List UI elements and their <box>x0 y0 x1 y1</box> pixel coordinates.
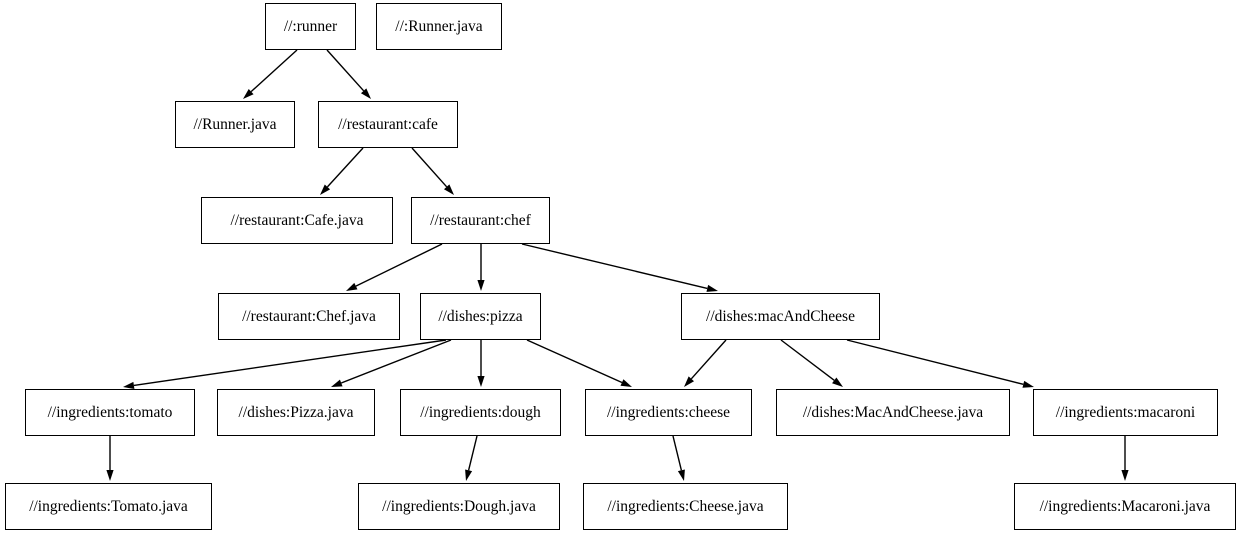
graph-arrowhead-ing_tomato-to-tomato_java <box>106 470 114 481</box>
graph-node-label: //ingredients:Cheese.java <box>607 497 764 515</box>
graph-node-ing_macaroni[interactable]: //ingredients:macaroni <box>1033 389 1218 436</box>
graph-arrowhead-dishes_mac-to-ing_macaroni <box>1022 380 1034 388</box>
graph-node-label: //dishes:macAndCheese <box>706 307 855 325</box>
graph-arrowhead-runner-to-runner_java <box>243 88 254 99</box>
graph-node-root_runner_java[interactable]: //:Runner.java <box>376 3 502 50</box>
graph-edge-runner-to-runner_java <box>250 49 298 93</box>
graph-node-label: //dishes:pizza <box>438 307 523 325</box>
graph-arrowhead-dishes_mac-to-mac_java <box>832 377 843 387</box>
graph-node-label: //dishes:MacAndCheese.java <box>802 403 984 421</box>
graph-node-ing_cheese[interactable]: //ingredients:cheese <box>585 389 752 436</box>
graph-edge-restaurant_chef-to-dishes_mac <box>521 243 708 290</box>
graph-arrowhead-dishes_pizza-to-ing_dough <box>477 376 485 387</box>
graph-arrowhead-restaurant_chef-to-dishes_pizza <box>477 280 485 291</box>
graph-edge-dishes_mac-to-ing_macaroni <box>846 339 1024 385</box>
graph-edge-restaurant_chef-to-chef_java <box>355 243 443 287</box>
graph-arrowhead-ing_cheese-to-cheese_java <box>677 469 685 481</box>
graph-node-label: //ingredients:Tomato.java <box>29 497 188 515</box>
graph-node-cafe_java[interactable]: //restaurant:Cafe.java <box>201 197 393 244</box>
graph-node-runner[interactable]: //:runner <box>265 3 356 50</box>
graph-node-label: //ingredients:dough <box>420 403 541 421</box>
graph-arrowhead-runner-to-restaurant_cafe <box>360 88 371 99</box>
graph-node-label: //ingredients:Dough.java <box>382 497 536 515</box>
graph-node-chef_java[interactable]: //restaurant:Chef.java <box>218 293 400 340</box>
graph-arrowhead-restaurant_cafe-to-restaurant_chef <box>443 184 454 195</box>
graph-edge-dishes_mac-to-ing_cheese <box>690 339 727 380</box>
graph-node-ing_tomato[interactable]: //ingredients:tomato <box>25 389 195 436</box>
graph-edge-dishes_pizza-to-ing_cheese <box>526 339 623 384</box>
graph-node-label: //dishes:Pizza.java <box>238 403 354 421</box>
graph-arrowhead-dishes_pizza-to-pizza_java <box>331 379 343 387</box>
graph-arrowhead-dishes_pizza-to-ing_cheese <box>620 379 632 387</box>
graph-node-dishes_pizza[interactable]: //dishes:pizza <box>420 293 541 340</box>
graph-node-label: //ingredients:Macaroni.java <box>1039 497 1211 515</box>
graph-node-ing_dough[interactable]: //ingredients:dough <box>400 389 561 436</box>
graph-node-mac_java[interactable]: //dishes:MacAndCheese.java <box>776 389 1010 436</box>
graph-arrowhead-ing_dough-to-dough_java <box>465 469 473 481</box>
graph-node-label: //:runner <box>283 17 338 35</box>
graph-node-tomato_java[interactable]: //ingredients:Tomato.java <box>5 483 212 530</box>
graph-edge-dishes_pizza-to-pizza_java <box>340 339 452 384</box>
graph-node-dishes_mac[interactable]: //dishes:macAndCheese <box>681 293 880 340</box>
graph-arrowhead-restaurant_chef-to-chef_java <box>346 282 358 291</box>
graph-node-pizza_java[interactable]: //dishes:Pizza.java <box>217 389 375 436</box>
graph-node-label: //restaurant:Chef.java <box>242 307 376 325</box>
graph-node-label: //ingredients:tomato <box>47 403 173 421</box>
graph-node-restaurant_cafe[interactable]: //restaurant:cafe <box>318 101 458 148</box>
graph-edge-restaurant_cafe-to-cafe_java <box>326 147 364 188</box>
graph-node-label: //Runner.java <box>193 115 277 133</box>
graph-edge-dishes_mac-to-mac_java <box>780 339 835 381</box>
graph-node-cheese_java[interactable]: //ingredients:Cheese.java <box>583 483 788 530</box>
graph-arrowhead-dishes_mac-to-ing_cheese <box>684 376 695 387</box>
graph-node-macaroni_java[interactable]: //ingredients:Macaroni.java <box>1014 483 1236 530</box>
graph-node-restaurant_chef[interactable]: //restaurant:chef <box>411 197 550 244</box>
graph-arrowhead-ing_macaroni-to-macaroni_java <box>1121 470 1129 481</box>
graph-node-label: //restaurant:chef <box>430 211 531 229</box>
graph-edge-runner-to-restaurant_cafe <box>326 49 365 92</box>
graph-arrowhead-dishes_pizza-to-ing_tomato <box>123 381 135 389</box>
graph-edge-dishes_pizza-to-ing_tomato <box>133 339 447 387</box>
graph-node-label: //restaurant:Cafe.java <box>230 211 364 229</box>
graph-edge-ing_dough-to-dough_java <box>467 435 478 471</box>
graph-edge-restaurant_cafe-to-restaurant_chef <box>411 147 448 188</box>
graph-edge-ing_cheese-to-cheese_java <box>672 435 683 471</box>
graph-arrowhead-restaurant_chef-to-dishes_mac <box>706 284 718 292</box>
graph-node-label: //ingredients:macaroni <box>1055 403 1196 421</box>
graph-node-label: //restaurant:cafe <box>338 115 438 133</box>
graph-node-dough_java[interactable]: //ingredients:Dough.java <box>358 483 560 530</box>
graph-node-label: //ingredients:cheese <box>606 403 731 421</box>
graph-arrowhead-restaurant_cafe-to-cafe_java <box>320 184 331 195</box>
graph-node-runner_java[interactable]: //Runner.java <box>175 101 295 148</box>
graph-node-label: //:Runner.java <box>395 17 483 35</box>
